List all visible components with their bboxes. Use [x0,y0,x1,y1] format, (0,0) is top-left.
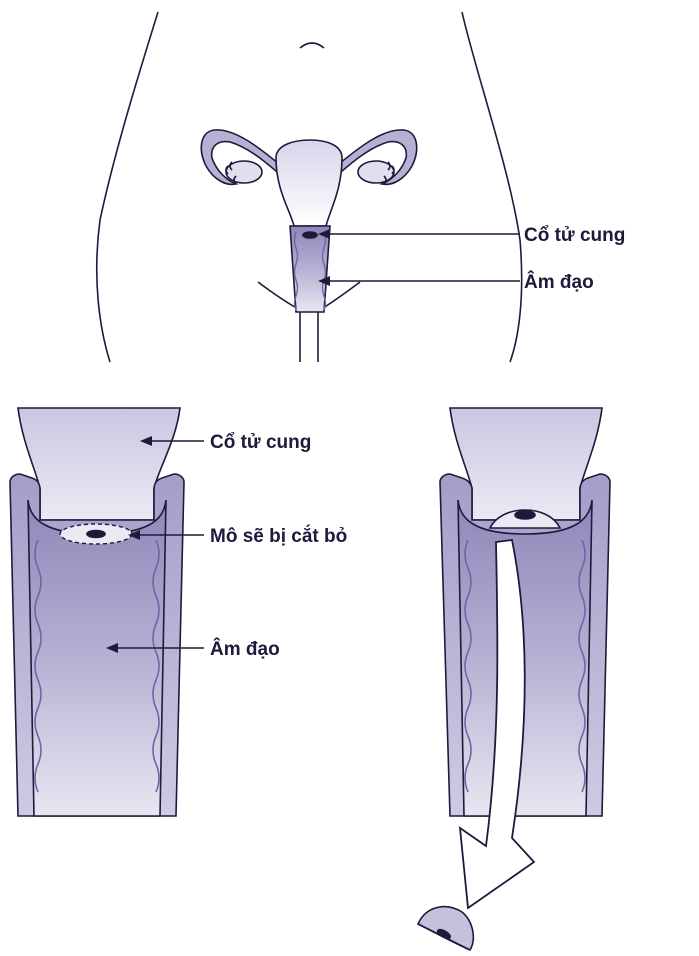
label-vagina-bottom: Âm đạo [210,638,280,660]
body-right-contour [462,12,522,362]
navel [300,43,324,48]
body-left-contour [97,12,158,362]
label-cervix-top: Cổ tử cung [524,225,625,246]
vagina-top-tube [290,226,330,312]
cervix-os-left [87,531,105,538]
right-canal-illustration [440,408,610,816]
uterus-illustration [201,130,416,312]
label-vagina-top: Âm đạo [524,271,594,293]
left-canal-illustration [10,408,184,816]
removed-tissue-cone [418,907,473,950]
right-ovary [358,161,394,183]
left-ovary [226,161,262,183]
left-canal-lumen [28,500,166,816]
top-leaders [318,229,520,286]
label-cervix-bottom: Cổ tử cung [210,432,311,453]
uterus-body [276,140,342,226]
label-tissue-removed: Mô sẽ bị cắt bỏ [210,525,347,547]
cervix-os-top [303,232,317,238]
cervix-os-right [515,511,535,519]
